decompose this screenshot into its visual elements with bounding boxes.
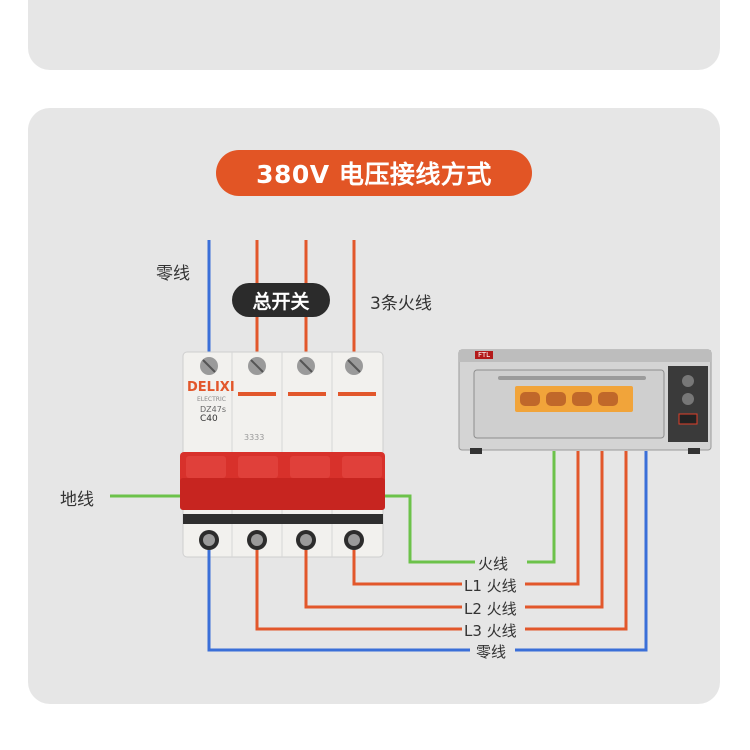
oven-brand: FTL xyxy=(475,351,494,359)
breaker-brand: DELIXI xyxy=(187,380,235,395)
live-wire-out-2 xyxy=(304,550,462,609)
ground-label: 地线 xyxy=(60,490,94,510)
svg-text:3333: 3333 xyxy=(244,433,264,442)
ground-wire-oven xyxy=(527,451,556,564)
breaker-sub-brand: ELECTRIC xyxy=(197,396,226,403)
live-wire-oven-1 xyxy=(525,451,580,586)
circuit-breaker: 3333 xyxy=(180,351,385,558)
live-wire-out-3 xyxy=(255,550,462,631)
wire-label-l3: L3 火线 xyxy=(462,620,519,641)
breaker-model: DZ47s xyxy=(200,405,226,414)
live-wire-oven-2 xyxy=(525,451,604,609)
wire-label-neutral: 零线 xyxy=(474,641,509,662)
wire-label-live: 火线 xyxy=(476,553,511,574)
neutral-wire-oven xyxy=(515,451,648,652)
ground-wire-out xyxy=(385,494,475,564)
three-live-label: 3条火线 xyxy=(370,294,432,314)
neutral-top-label: 零线 xyxy=(156,264,190,284)
main-switch-badge: 总开关 xyxy=(232,283,330,317)
breaker-rating: C40 xyxy=(200,414,218,424)
wire-label-l2: L2 火线 xyxy=(462,598,519,619)
neutral-wire-out xyxy=(207,550,470,652)
wire-label-l1: L1 火线 xyxy=(462,575,519,596)
page-title: 380V 电压接线方式 xyxy=(216,150,532,196)
live-wire-oven-3 xyxy=(525,451,628,631)
oven-image xyxy=(458,349,712,454)
live-wire-out-1 xyxy=(352,550,462,586)
top-card xyxy=(28,0,720,70)
